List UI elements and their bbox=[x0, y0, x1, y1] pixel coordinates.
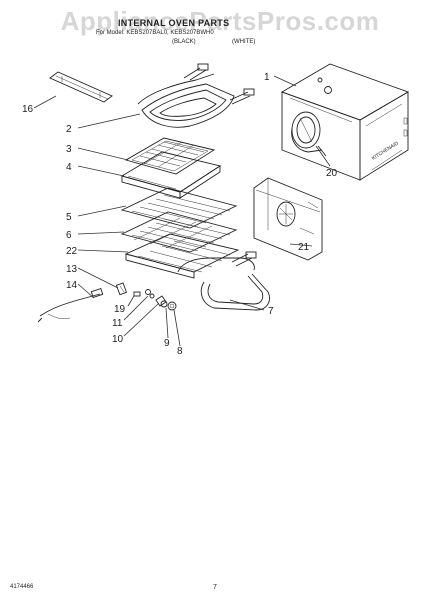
part-oven-rack-6 bbox=[120, 211, 238, 253]
callout-9: 9 bbox=[164, 338, 170, 349]
part-broil-pan-4 bbox=[120, 151, 222, 199]
callout-10: 10 bbox=[112, 334, 124, 345]
part-convection-ring-20 bbox=[291, 111, 327, 157]
part-nut-9 bbox=[160, 300, 168, 308]
callout-16: 16 bbox=[22, 104, 34, 115]
part-grommet-8 bbox=[167, 301, 177, 311]
callout-labels: 1 2 3 4 5 6 7 8 9 10 11 13 14 16 19 20 2… bbox=[22, 72, 338, 357]
part-washer-11 bbox=[145, 289, 155, 299]
watermark-logo: AppliancePartsPros.com bbox=[60, 6, 380, 36]
part-bracket-13 bbox=[115, 282, 128, 296]
callout-21: 21 bbox=[298, 242, 310, 253]
part-broil-pan-grid-3 bbox=[124, 137, 216, 175]
callout-1: 1 bbox=[264, 72, 270, 83]
color-white-label: (WHITE) bbox=[232, 39, 256, 45]
part-bake-element-7 bbox=[177, 251, 270, 311]
part-bracket-16 bbox=[49, 71, 113, 103]
color-black-label: (BLACK) bbox=[172, 39, 196, 45]
part-oven-cavity-1: KITCHENAID bbox=[280, 63, 410, 181]
callout-22: 22 bbox=[66, 246, 78, 257]
callout-11: 11 bbox=[112, 318, 123, 329]
part-rack-22 bbox=[124, 233, 240, 279]
callout-13: 13 bbox=[66, 264, 78, 275]
diagram-title: INTERNAL OVEN PARTS bbox=[118, 18, 230, 28]
callout-7: 7 bbox=[268, 306, 274, 317]
callout-6: 6 bbox=[66, 230, 72, 241]
part-oven-rack-5 bbox=[120, 187, 238, 229]
leader-lines bbox=[33, 75, 331, 347]
page-number: 7 bbox=[213, 584, 217, 591]
callout-14: 14 bbox=[66, 280, 78, 291]
part-clip-19 bbox=[133, 291, 141, 297]
callout-5: 5 bbox=[66, 212, 72, 223]
callout-19: 19 bbox=[114, 304, 126, 315]
part-broil-element-2 bbox=[137, 63, 255, 128]
callout-3: 3 bbox=[66, 144, 72, 155]
callout-8: 8 bbox=[177, 346, 183, 357]
document-number: 4174466 bbox=[10, 584, 34, 590]
callout-2: 2 bbox=[66, 124, 72, 135]
part-oven-sensor-14 bbox=[37, 288, 104, 323]
callout-4: 4 bbox=[66, 162, 72, 173]
part-rear-panel-21 bbox=[253, 177, 323, 261]
svg-text:KITCHENAID: KITCHENAID bbox=[371, 140, 400, 161]
model-line: For Model: KEBS207BAL0, KEBS207BWH0 bbox=[96, 30, 214, 36]
callout-20: 20 bbox=[326, 168, 338, 179]
